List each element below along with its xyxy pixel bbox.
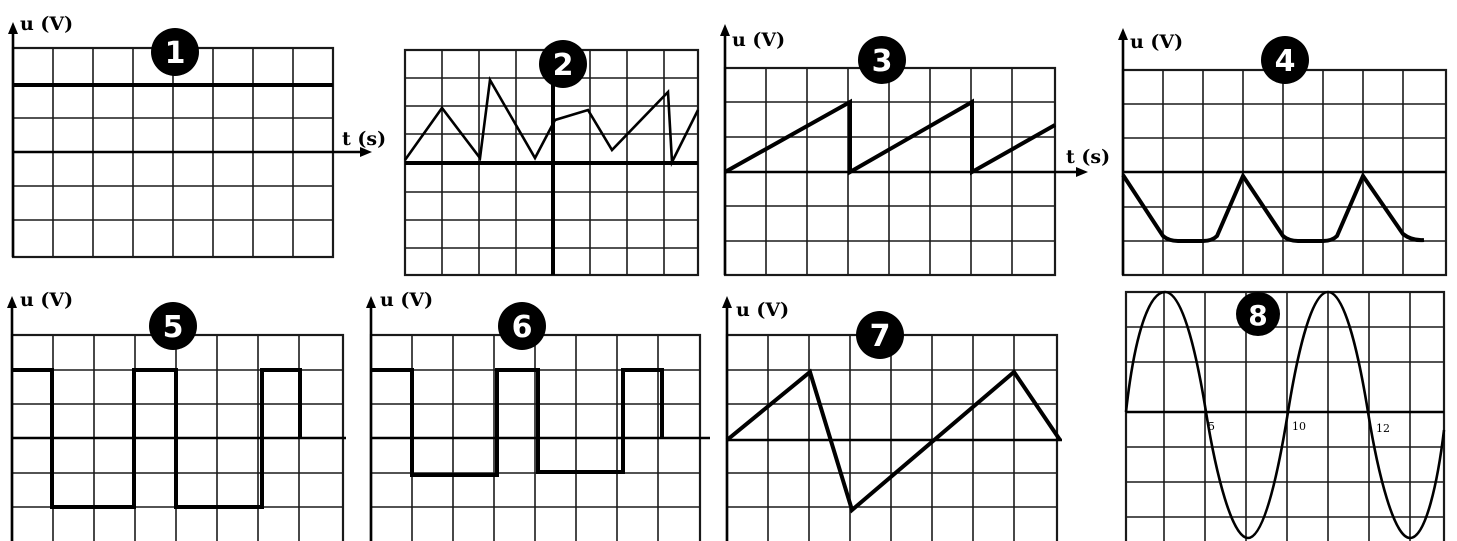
panel-7-grid xyxy=(727,335,1057,541)
panel-7: u (V) 7 xyxy=(722,296,1062,541)
panel-7-frame xyxy=(725,333,1059,541)
panel-1: u (V) t (s) 1 xyxy=(8,13,386,259)
panel-1-t-arrow xyxy=(360,147,372,157)
panel-7-u-arrow xyxy=(722,296,732,308)
panel-5-u-label: u (V) xyxy=(20,289,73,311)
panel-7-u-label: u (V) xyxy=(736,299,789,321)
panel-3-badge-number: 3 xyxy=(872,44,893,79)
panel-6-badge xyxy=(498,302,546,350)
panel-4-badge-number: 4 xyxy=(1275,44,1296,79)
panel-8-tick-3: 12 xyxy=(1376,422,1390,435)
panel-3: u (V) t (s) 3 xyxy=(720,24,1110,277)
panel-8: 5 10 12 8 xyxy=(1124,290,1446,541)
panel-3-grid xyxy=(725,68,1055,275)
panel-1-t-label: t (s) xyxy=(342,128,386,150)
panel-2-waveform xyxy=(403,76,700,167)
panel-8-tick-1: 5 xyxy=(1208,420,1215,433)
panel-1-badge-number: 1 xyxy=(165,36,186,71)
panel-4-u-label: u (V) xyxy=(1130,31,1183,53)
panel-3-u-label: u (V) xyxy=(732,29,785,51)
panel-8-tick-2: 10 xyxy=(1292,420,1306,433)
panel-7-badge xyxy=(856,311,904,359)
panel-3-waveform-sawtooth xyxy=(724,98,1056,176)
panel-6-badge-number: 6 xyxy=(512,310,533,345)
panel-5-badge-number: 5 xyxy=(163,310,184,345)
panel-8-waveform-sine xyxy=(1124,290,1446,540)
panel-3-badge xyxy=(858,36,906,84)
panel-4: u (V) 4 xyxy=(1118,28,1448,277)
panel-2-badge xyxy=(539,40,587,88)
panel-1-badge xyxy=(151,28,199,76)
panel-6: u (V) 6 xyxy=(366,289,710,541)
panel-1-u-label: u (V) xyxy=(20,13,73,35)
panel-5-badge xyxy=(149,302,197,350)
panel-8-badge-number: 8 xyxy=(1248,299,1267,332)
panel-2: 2 xyxy=(403,40,700,277)
panel-1-u-arrow xyxy=(8,22,18,34)
panel-3-u-arrow xyxy=(720,24,730,36)
panel-7-waveform xyxy=(725,368,1062,514)
panel-6-waveform-pulse xyxy=(371,368,664,477)
panel-3-t-arrow xyxy=(1076,167,1088,177)
panel-5-u-arrow xyxy=(7,296,17,308)
panel-5: u (V) 5 xyxy=(7,289,346,541)
panel-4-u-arrow xyxy=(1118,28,1128,40)
panel-8-grid xyxy=(1126,292,1444,541)
panel-4-badge xyxy=(1261,36,1309,84)
panel-8-frame xyxy=(1124,290,1446,541)
panel-6-u-arrow xyxy=(366,296,376,308)
panel-2-badge-number: 2 xyxy=(553,48,574,83)
panel-4-waveform xyxy=(1121,171,1425,243)
panel-5-waveform-square xyxy=(12,368,302,509)
panel-7-badge-number: 7 xyxy=(870,319,891,354)
panel-8-badge xyxy=(1236,292,1280,336)
panel-6-u-label: u (V) xyxy=(380,289,433,311)
panel-3-t-label: t (s) xyxy=(1066,146,1110,168)
